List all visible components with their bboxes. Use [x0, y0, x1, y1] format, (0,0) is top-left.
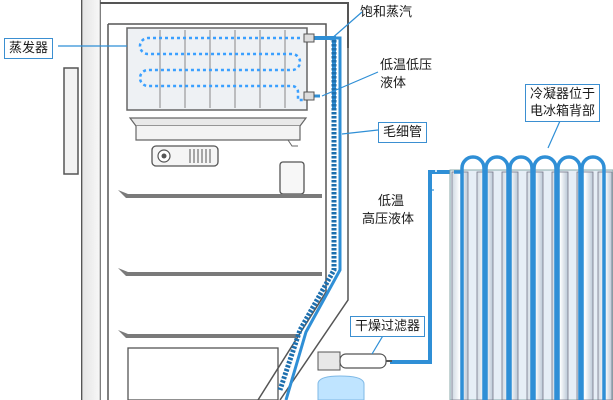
condenser-label-line2: 电冰箱背部: [530, 104, 596, 119]
evaporator: [126, 27, 308, 111]
condenser-label-line1: 冷凝器位于: [530, 87, 596, 102]
dryer-filter: [317, 351, 392, 371]
dryer-filter-label: 干燥过滤器: [350, 316, 426, 337]
evaporator-fitting: [303, 91, 315, 101]
capillary-label: 毛细管: [378, 122, 428, 143]
capillary-tube: [277, 40, 337, 391]
leader-lines: [58, 11, 565, 355]
low-temp-high-pressure-label-line1: 低温: [378, 194, 405, 209]
evaporator-flow-dots: [138, 36, 305, 102]
thermostat-unit: [151, 145, 219, 167]
low-temp-low-pressure-label-line1: 低温低压: [380, 58, 433, 73]
low-temp-high-pressure-label-line2: 高压液体: [362, 212, 415, 227]
evaporator-fitting: [303, 33, 315, 43]
condenser-label: 冷凝器位于 电冰箱背部: [525, 84, 601, 122]
compressor: [317, 375, 365, 400]
cup: [279, 161, 305, 195]
refrigerant-piping: [277, 36, 454, 400]
shelves: [118, 190, 322, 400]
condenser: [449, 155, 613, 400]
door-handle: [63, 67, 79, 175]
saturated-vapor-label: 饱和蒸汽: [360, 5, 413, 20]
low-temp-low-pressure-label-line2: 液体: [380, 76, 407, 91]
cabinet: [63, 0, 349, 400]
evaporator-label: 蒸发器: [4, 38, 54, 59]
drip-tray: [128, 117, 308, 147]
condenser-coil: [460, 155, 606, 400]
